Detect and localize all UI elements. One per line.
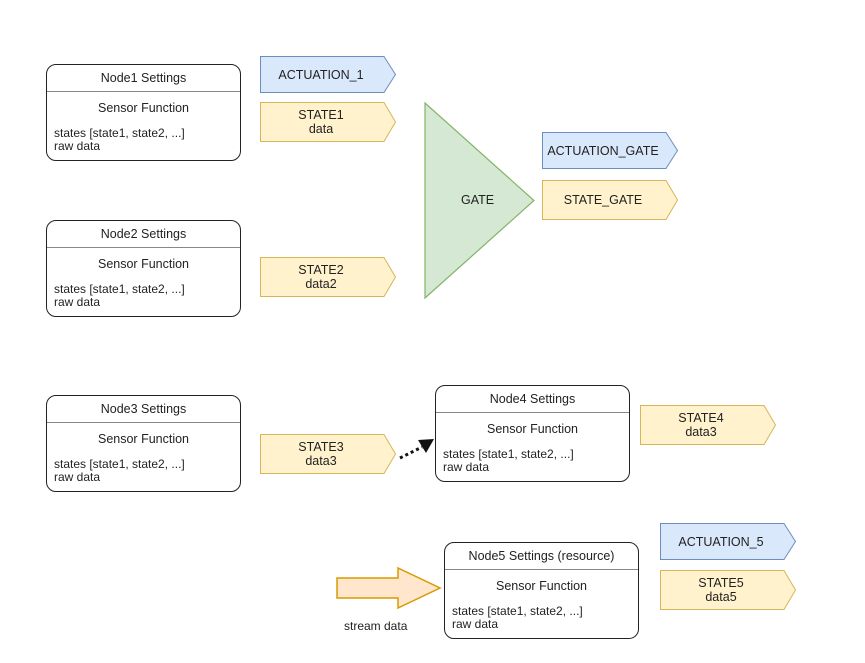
- node4-states: states [state1, state2, ...]: [443, 447, 574, 461]
- stream-data-arrow: [336, 567, 442, 609]
- state4-data: data3: [685, 425, 717, 439]
- node2-settings-box: Node2 Settings Sensor Function states [s…: [46, 220, 241, 317]
- state4-tag: STATE4 data3: [640, 405, 777, 445]
- node4-raw: raw data: [443, 460, 490, 474]
- node3-function: Sensor Function: [97, 432, 190, 446]
- node1-settings-box: Node1 Settings Sensor Function states [s…: [46, 64, 241, 161]
- state5-tag: STATE5 data5: [660, 570, 797, 610]
- state-gate-tag: STATE_GATE: [542, 180, 679, 220]
- state5-data: data5: [705, 590, 737, 604]
- node5-settings-box: Node5 Settings (resource) Sensor Functio…: [444, 542, 639, 639]
- node5-title: Node5 Settings (resource): [445, 543, 638, 570]
- state2-label: STATE2: [298, 263, 344, 277]
- node3-raw: raw data: [54, 470, 101, 484]
- state2-tag: STATE2 data2: [260, 257, 397, 297]
- gate-label: GATE: [461, 193, 495, 207]
- state3-label: STATE3: [298, 440, 344, 454]
- state3-data: data3: [305, 454, 337, 468]
- gate-triangle: [424, 102, 535, 300]
- state2-data: data2: [305, 277, 337, 291]
- actuation-gate-label: ACTUATION_GATE: [547, 143, 659, 158]
- node3-settings-box: Node3 Settings Sensor Function states [s…: [46, 395, 241, 492]
- actuation-1-label: ACTUATION_1: [278, 67, 364, 82]
- actuation-1-tag: ACTUATION_1: [260, 56, 397, 93]
- node1-raw: raw data: [54, 139, 101, 153]
- node1-states: states [state1, state2, ...]: [54, 126, 185, 140]
- node4-function: Sensor Function: [486, 422, 579, 436]
- node2-function: Sensor Function: [97, 257, 190, 271]
- actuation-5-label: ACTUATION_5: [678, 534, 764, 549]
- node4-title: Node4 Settings: [436, 386, 629, 413]
- state1-tag: STATE1 data: [260, 102, 397, 142]
- state3-tag: STATE3 data3: [260, 434, 397, 474]
- state4-label: STATE4: [678, 411, 724, 425]
- node2-raw: raw data: [54, 295, 101, 309]
- node5-states: states [state1, state2, ...]: [452, 604, 583, 618]
- node1-title: Node1 Settings: [47, 65, 240, 92]
- node1-function: Sensor Function: [97, 101, 190, 115]
- node2-title: Node2 Settings: [47, 221, 240, 248]
- dotted-connector-arrow: [399, 439, 434, 460]
- state1-label: STATE1: [298, 108, 344, 122]
- node5-raw: raw data: [452, 617, 499, 631]
- actuation-5-tag: ACTUATION_5: [660, 523, 797, 560]
- state5-label: STATE5: [698, 576, 744, 590]
- node4-settings-box: Node4 Settings Sensor Function states [s…: [435, 385, 630, 482]
- node3-states: states [state1, state2, ...]: [54, 457, 185, 471]
- state1-data: data: [308, 122, 334, 136]
- actuation-gate-tag: ACTUATION_GATE: [542, 132, 679, 169]
- stream-data-label: stream data: [344, 619, 408, 633]
- node3-title: Node3 Settings: [47, 396, 240, 423]
- node5-function: Sensor Function: [495, 579, 588, 593]
- state-gate-label: STATE_GATE: [563, 193, 643, 207]
- node2-states: states [state1, state2, ...]: [54, 282, 185, 296]
